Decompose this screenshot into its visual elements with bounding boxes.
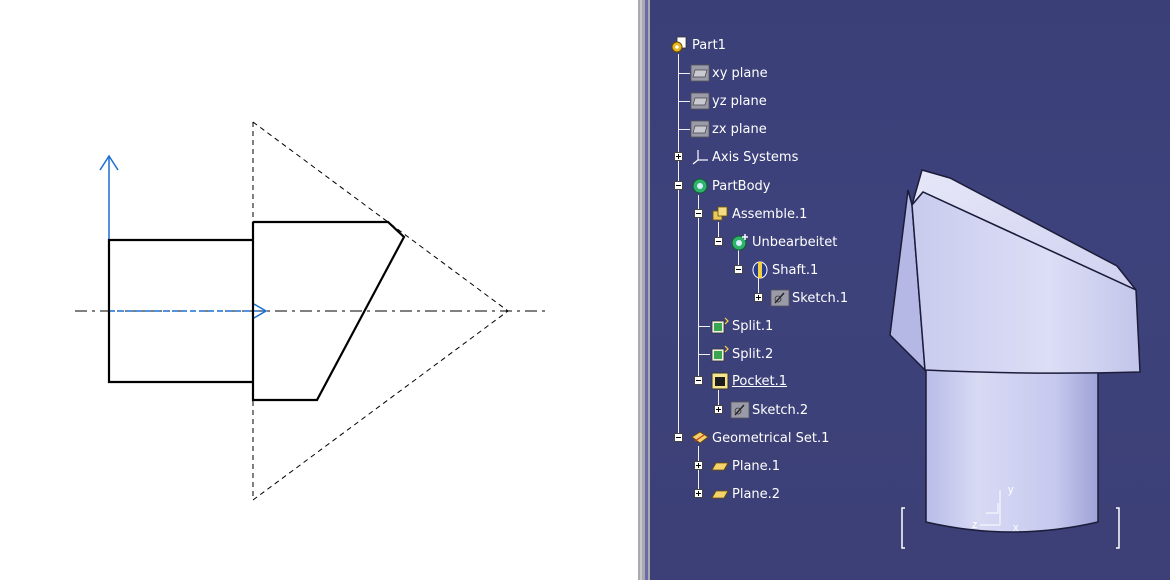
head-profile bbox=[251, 220, 406, 402]
connector bbox=[698, 354, 710, 355]
compass-y-label: y bbox=[1008, 484, 1014, 496]
construction-lower-diagonal bbox=[252, 310, 509, 501]
tree-label: Split.1 bbox=[732, 318, 774, 334]
connector bbox=[678, 73, 690, 74]
tree-item-shaft1[interactable]: Shaft.1 bbox=[750, 260, 818, 280]
compass-x-label: x bbox=[1013, 522, 1019, 534]
split-icon bbox=[711, 317, 729, 334]
tree-item-zx-plane[interactable]: zx plane bbox=[690, 119, 767, 139]
collapse-partbody-button[interactable] bbox=[674, 181, 683, 190]
tree-label: PartBody bbox=[712, 178, 771, 194]
plane-feature-icon bbox=[711, 490, 729, 499]
assemble-icon bbox=[712, 206, 728, 221]
part-gear-icon bbox=[671, 36, 687, 53]
tree-label: Plane.1 bbox=[732, 458, 781, 474]
tree-item-pocket1[interactable]: Pocket.1 bbox=[710, 371, 787, 391]
cylinder-shaft bbox=[925, 364, 1099, 533]
tree-label: Part1 bbox=[692, 37, 726, 53]
body-gear-icon bbox=[731, 234, 748, 251]
tree-label: xy plane bbox=[712, 65, 768, 81]
tree-item-sketch2[interactable]: Sketch.2 bbox=[730, 400, 808, 420]
frame-bracket-left bbox=[901, 507, 905, 549]
sketch-icon bbox=[730, 401, 750, 419]
shaft-icon bbox=[752, 261, 768, 279]
tree-label: Plane.2 bbox=[732, 486, 781, 502]
tree-item-split2[interactable]: Split.2 bbox=[710, 344, 773, 364]
plane-feature-icon bbox=[711, 462, 729, 471]
tree-pocket-line bbox=[718, 390, 719, 410]
connector bbox=[678, 101, 690, 102]
sketch-canvas bbox=[75, 121, 548, 501]
expand-plane2-button[interactable] bbox=[694, 489, 703, 498]
tree-label: Sketch.1 bbox=[792, 290, 849, 306]
tree-label: Shaft.1 bbox=[772, 262, 819, 278]
connector bbox=[678, 129, 690, 130]
tree-label: Split.2 bbox=[732, 346, 774, 362]
collapse-pocket-button[interactable] bbox=[694, 376, 703, 385]
frame-bracket-right bbox=[1116, 507, 1120, 549]
3d-part-model[interactable]: y z x bbox=[650, 0, 1170, 580]
tree-item-plane1[interactable]: Plane.1 bbox=[710, 456, 780, 476]
tree-label: zx plane bbox=[712, 121, 767, 137]
connector bbox=[698, 326, 710, 327]
head-front-face bbox=[911, 191, 1141, 374]
collapse-assemble-button[interactable] bbox=[694, 209, 703, 218]
compass-z-label: z bbox=[972, 519, 978, 531]
construction-upper-diagonal bbox=[252, 121, 509, 312]
tree-label: Pocket.1 bbox=[732, 373, 788, 389]
3d-viewer[interactable]: y z x Part1 xy p bbox=[650, 0, 1170, 580]
tree-item-assemble1[interactable]: Assemble.1 bbox=[710, 204, 807, 224]
tree-assemble-line bbox=[718, 222, 719, 242]
tree-label: Unbearbeitet bbox=[752, 234, 838, 250]
expand-sketch2-button[interactable] bbox=[714, 405, 723, 414]
tree-item-part1[interactable]: Part1 bbox=[670, 35, 726, 55]
tree-label: Geometrical Set.1 bbox=[712, 430, 830, 446]
pane-divider[interactable] bbox=[638, 0, 650, 580]
tree-label: Assemble.1 bbox=[732, 206, 808, 222]
tree-geomset-line bbox=[698, 446, 699, 494]
sketch-icon bbox=[770, 289, 790, 307]
tree-item-sketch1[interactable]: Sketch.1 bbox=[770, 288, 848, 308]
pocket-icon bbox=[711, 372, 729, 390]
tree-item-partbody[interactable]: PartBody bbox=[690, 176, 770, 196]
tree-item-xy-plane[interactable]: xy plane bbox=[690, 63, 768, 83]
tree-item-unbearbeitet[interactable]: Unbearbeitet bbox=[730, 232, 837, 252]
expand-plane1-button[interactable] bbox=[694, 461, 703, 470]
tree-item-plane2[interactable]: Plane.2 bbox=[710, 484, 780, 504]
tree-partbody-line bbox=[698, 195, 699, 380]
expand-axis-systems-button[interactable] bbox=[674, 152, 683, 161]
collapse-geomset-button[interactable] bbox=[674, 433, 683, 442]
h-axis-arrow-icon bbox=[253, 303, 268, 319]
tree-shaft-line bbox=[758, 278, 759, 298]
sketch-drawing-pane[interactable] bbox=[0, 0, 638, 580]
geometrical-set-icon bbox=[691, 431, 709, 444]
tree-label: Sketch.2 bbox=[752, 402, 809, 418]
tree-label: yz plane bbox=[712, 93, 767, 109]
tree-item-axis-systems[interactable]: Axis Systems bbox=[690, 147, 798, 167]
tree-item-split1[interactable]: Split.1 bbox=[710, 316, 773, 336]
collapse-shaft-button[interactable] bbox=[734, 265, 743, 274]
split-icon bbox=[711, 345, 729, 362]
plane-icon bbox=[690, 120, 710, 138]
plane-icon bbox=[690, 64, 710, 82]
tree-unbearbeitet-line bbox=[738, 250, 739, 270]
compass-corner bbox=[986, 503, 999, 514]
body-gear-icon bbox=[692, 178, 708, 194]
v-axis-arrow-icon bbox=[99, 154, 119, 171]
plane-icon bbox=[690, 92, 710, 110]
tree-item-yz-plane[interactable]: yz plane bbox=[690, 91, 767, 111]
collapse-unbearbeitet-button[interactable] bbox=[714, 237, 723, 246]
tree-label: Axis Systems bbox=[712, 149, 799, 165]
tree-item-geometrical-set1[interactable]: Geometrical Set.1 bbox=[690, 428, 829, 448]
tree-trunk-line bbox=[678, 54, 679, 438]
shaft-profile bbox=[107, 238, 253, 384]
axis-system-icon bbox=[692, 150, 708, 165]
expand-sketch1-button[interactable] bbox=[754, 293, 763, 302]
